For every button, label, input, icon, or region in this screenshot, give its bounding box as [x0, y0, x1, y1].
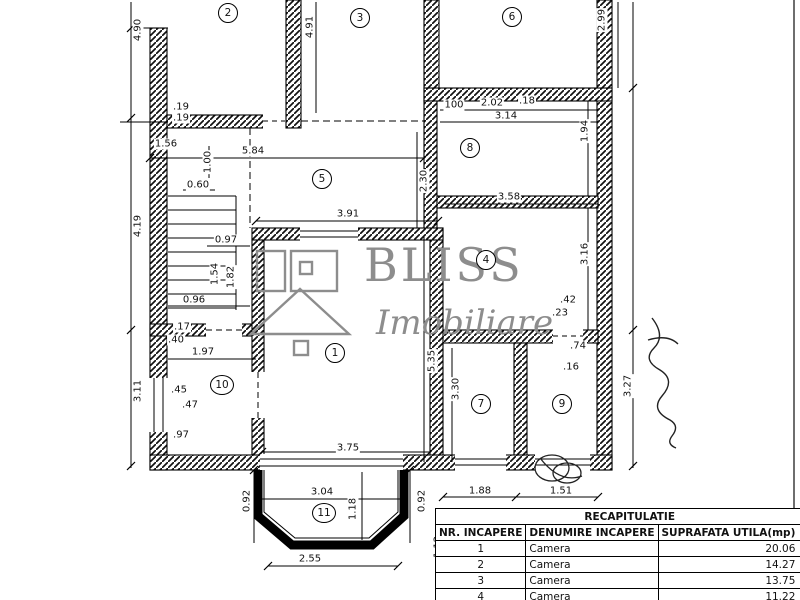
dimension-label: 1.54: [209, 261, 221, 287]
dimension-label: 1.97: [190, 346, 216, 358]
dimension-label: 0.92: [241, 488, 253, 514]
dimension-label: 2.99: [596, 7, 608, 33]
dimension-label: 2.55: [297, 553, 323, 565]
room-number-6: 6: [502, 7, 522, 27]
room-number-8: 8: [460, 138, 480, 158]
table-row: 4 Camera 11.22: [434, 588, 800, 600]
table-row: 3 Camera 13.75: [434, 572, 800, 589]
cell-nr: 3: [434, 572, 527, 589]
dimension-label: 4.90: [132, 17, 144, 43]
cell-nr: 2: [434, 556, 527, 573]
dimension-label: 3.30: [450, 376, 462, 402]
dimension-label: 100: [443, 99, 465, 111]
cell-sup: 13.75: [657, 572, 800, 589]
room-number-5: 5: [312, 169, 332, 189]
dimension-label: 3.11: [132, 378, 144, 404]
cell-sup: 11.22: [657, 588, 800, 600]
cell-sup: 14.27: [657, 556, 800, 573]
dimension-label: .23: [551, 307, 569, 319]
cell-sup: 20.06: [657, 540, 800, 557]
dimension-label: 1.56: [153, 138, 179, 150]
dimension-label: 1.94: [579, 118, 591, 144]
dimension-label: 0.96: [181, 294, 207, 306]
cell-den: Camera: [525, 572, 659, 589]
dimension-label: 0.97: [213, 234, 239, 246]
table-row: 2 Camera 14.27: [434, 556, 800, 573]
room-number-10: 10: [210, 375, 234, 395]
dimension-label: 4.19: [132, 213, 144, 239]
dimension-label: 3.58: [496, 191, 522, 203]
watermark-sub: Imobiliare: [376, 303, 554, 343]
dimension-label: 3.75: [335, 442, 361, 454]
dimension-label: .45: [170, 384, 188, 396]
cell-nr: 4: [434, 588, 527, 600]
dimension-label: .97: [172, 429, 190, 441]
dimension-label: 0.92: [416, 488, 428, 514]
cell-den: Camera: [525, 540, 659, 557]
circle-scribble: [534, 454, 583, 484]
dimension-label: 3.91: [335, 208, 361, 220]
dimension-label: .16: [562, 361, 580, 373]
dimension-label: .40: [167, 334, 185, 346]
cell-den: Camera: [525, 588, 659, 600]
dimension-label: 1.82: [225, 264, 237, 290]
col-header-sup: SUPRAFATA UTILA(mp): [657, 524, 800, 541]
room-number-4: 4: [476, 250, 496, 270]
dimension-label: 1.18: [347, 496, 359, 522]
dimension-label: 3.14: [493, 110, 519, 122]
room-number-3: 3: [350, 8, 370, 28]
recap-title-row: RECAPITULATIE: [434, 508, 800, 525]
dimension-label: 2.30: [418, 168, 430, 194]
dimension-label: 4.91: [304, 14, 316, 40]
recap-header-row: NR. INCAPERE DENUMIRE INCAPERE SUPRAFATA…: [434, 524, 800, 541]
dimension-label: .42: [559, 294, 577, 306]
dimension-label: .47: [181, 399, 199, 411]
watermark-house-icon: [247, 249, 353, 357]
dimension-label: 5.35: [426, 348, 438, 374]
dimension-label: 1.51: [548, 485, 574, 497]
col-header-nr: NR. INCAPERE: [434, 524, 527, 541]
watermark-brand: BLISS: [364, 238, 524, 292]
col-header-den: DENUMIRE INCAPERE: [525, 524, 659, 541]
dimension-label: .17: [173, 321, 191, 333]
stairs: [168, 195, 237, 310]
cell-den: Camera: [525, 556, 659, 573]
dimension-label: .74: [569, 340, 587, 352]
dimension-label: .18: [518, 95, 536, 107]
dimension-label: 1.00: [202, 149, 214, 175]
room-number-2: 2: [218, 3, 238, 23]
dimension-label: 3.27: [622, 373, 634, 399]
dimension-label: .19: [172, 112, 190, 124]
signature-scribble: [647, 317, 679, 449]
dimension-label: 1.88: [467, 485, 493, 497]
dimension-label: 3.16: [579, 241, 591, 267]
dimension-label: 5.84: [240, 145, 266, 157]
wall-openings: [149, 114, 590, 471]
bay-window: [253, 470, 409, 550]
recap-title: RECAPITULATIE: [434, 508, 800, 525]
room-number-9: 9: [552, 394, 572, 414]
room-number-1: 1: [325, 343, 345, 363]
cell-nr: 1: [434, 540, 527, 557]
room-number-11: 11: [312, 503, 336, 523]
dimension-label: 2.02: [479, 97, 505, 109]
room-number-7: 7: [471, 394, 491, 414]
recap-table: RECAPITULATIE NR. INCAPERE DENUMIRE INCA…: [434, 508, 800, 600]
table-row: 1 Camera 20.06: [434, 540, 800, 557]
dimension-label: 0.60: [185, 179, 211, 191]
dimension-label: 3.04: [309, 486, 335, 498]
dimension-label: .19: [172, 101, 190, 113]
